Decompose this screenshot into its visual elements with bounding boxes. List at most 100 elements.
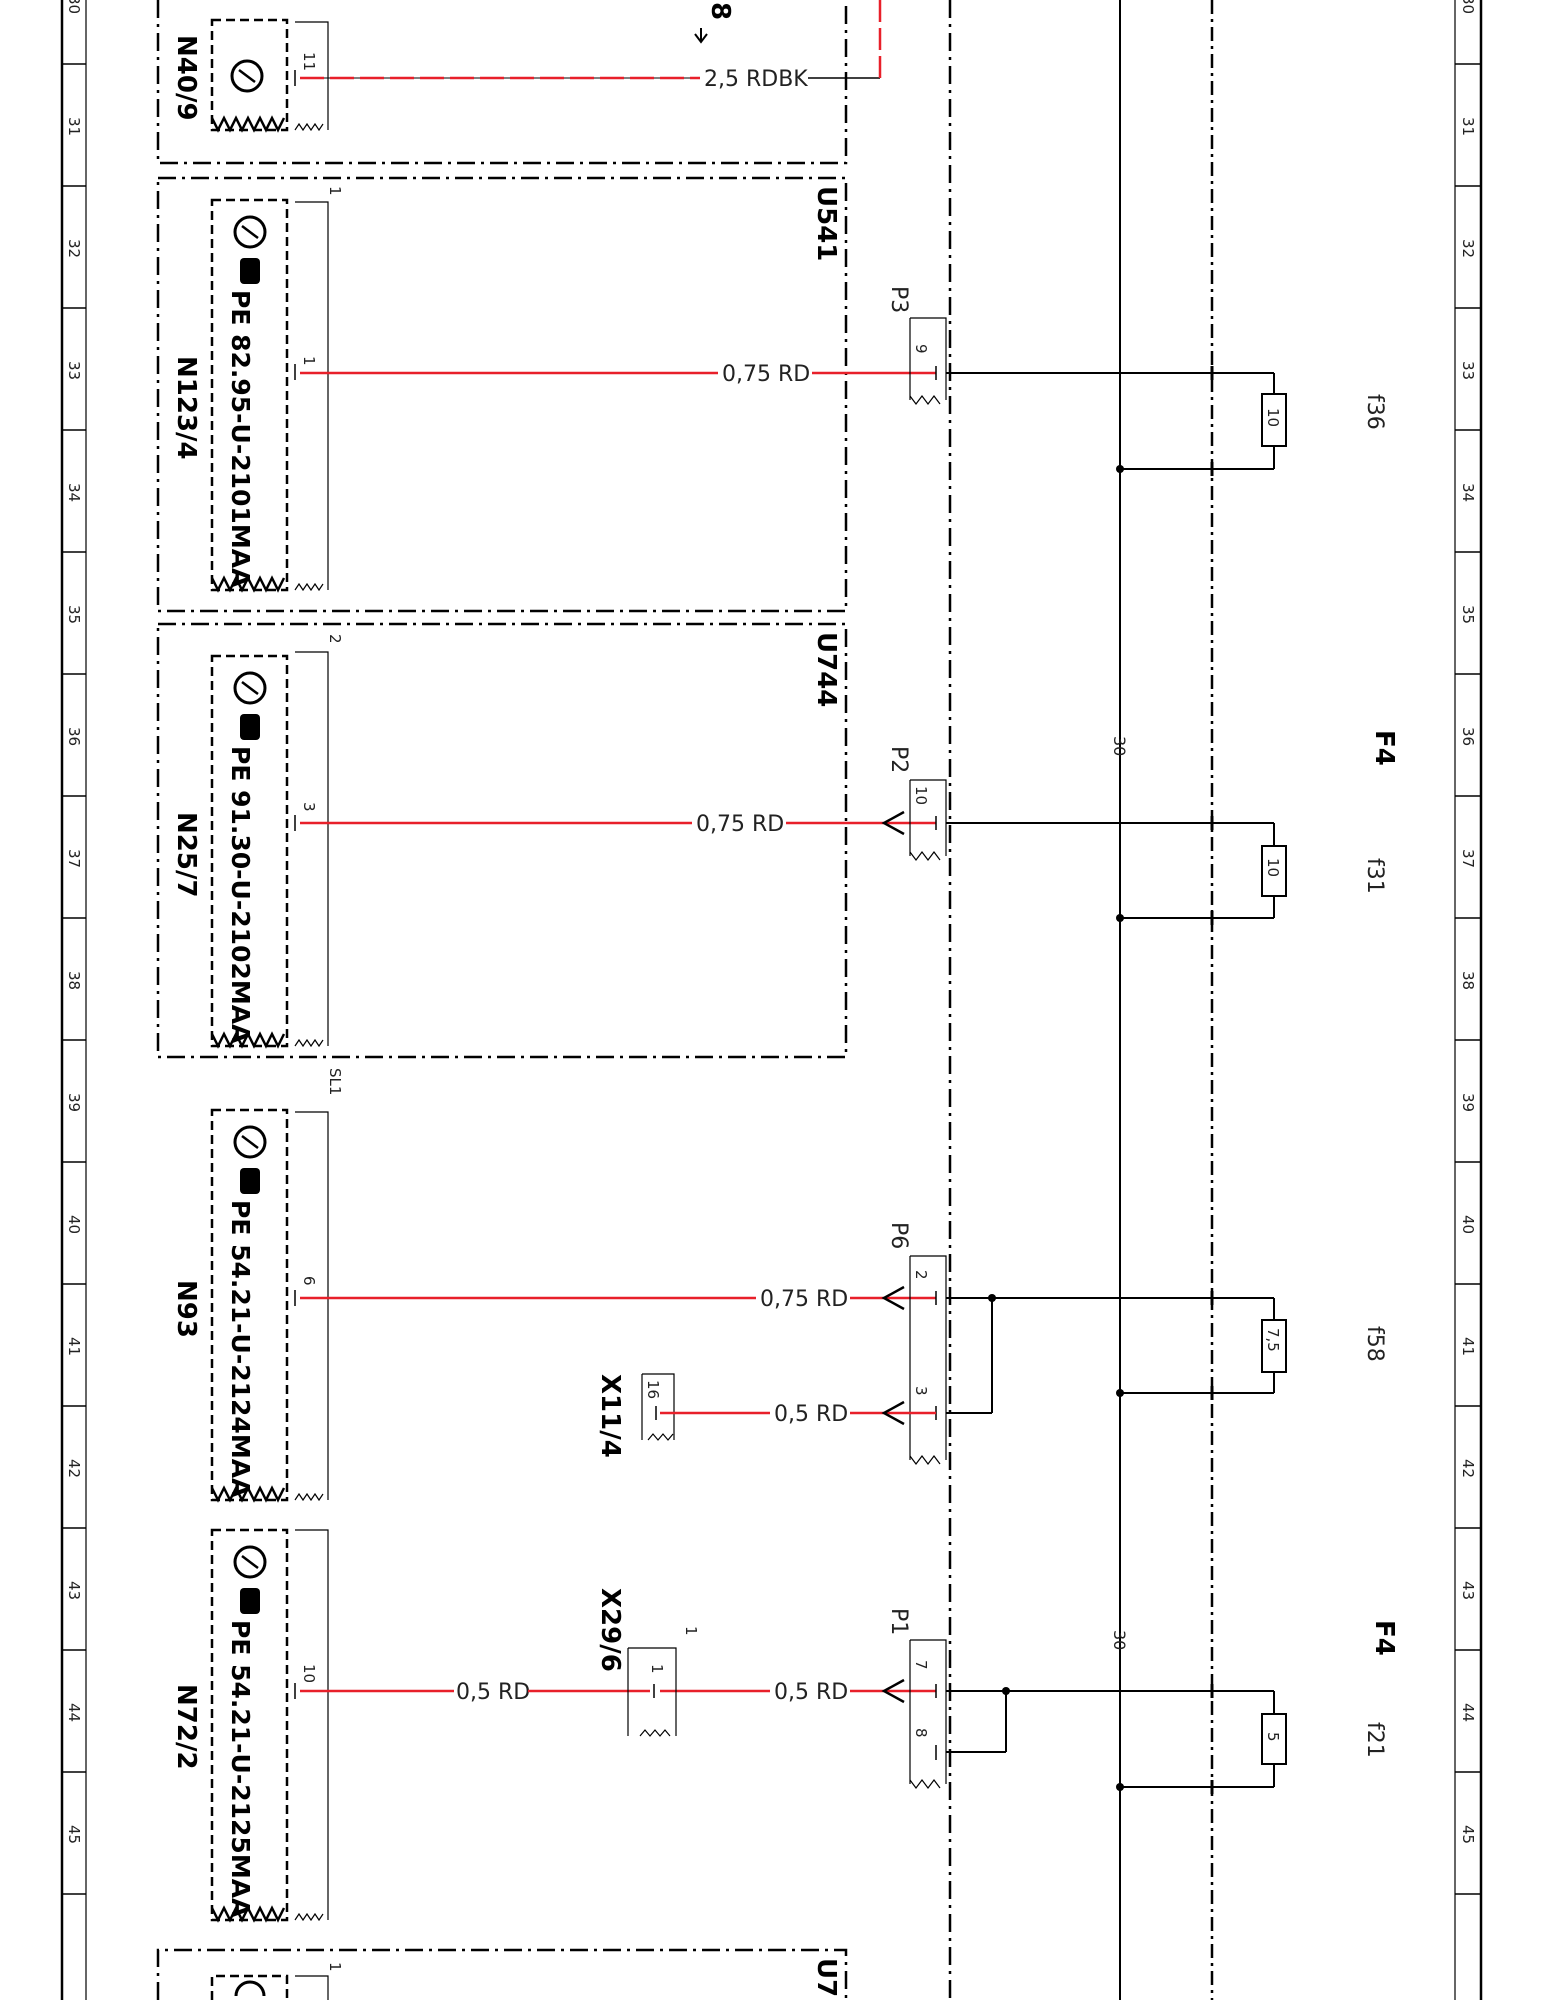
row-number: 35 — [65, 605, 83, 624]
row-number: 41 — [1459, 1337, 1477, 1356]
fuse-f31: 10 f31 — [946, 816, 1387, 925]
n93-pe: PE 54.21-U-2124MAA — [226, 1200, 255, 1498]
f36-label: f36 — [1362, 394, 1387, 430]
f31-rating: 10 — [1264, 858, 1282, 877]
n123-label: N123/4 — [171, 356, 201, 460]
row-number: 30 — [1459, 0, 1477, 14]
x11-block: 16 X11/4 0,5 RD — [595, 1373, 936, 1458]
fuse-f58: 7,5 f58 — [992, 1291, 1387, 1400]
row-number: 40 — [1459, 1215, 1477, 1234]
n25-pin: 3 — [300, 802, 318, 812]
row-number: 30 — [65, 0, 83, 14]
n40-label: N40/9 — [171, 35, 201, 121]
p1-pin-b: 8 — [912, 1728, 930, 1738]
row-number: 42 — [1459, 1459, 1477, 1478]
row-number: 32 — [1459, 239, 1477, 258]
row-number: 33 — [1459, 361, 1477, 380]
row-number: 39 — [1459, 1093, 1477, 1112]
n123-pin: 1 — [300, 356, 318, 366]
n93-label: N93 — [171, 1280, 201, 1338]
n25-pe: PE 91.30-U-2102MAA — [226, 746, 255, 1044]
transistor-icon — [233, 671, 267, 705]
hand-pointer-icon — [240, 1588, 260, 1614]
row-number: 45 — [65, 1825, 83, 1844]
bus-lines: 30 30 — [948, 0, 1214, 2000]
x29-block: 1 1 X29/6 — [595, 1588, 700, 1737]
p2-pin: 10 — [912, 786, 930, 805]
f58-label: f58 — [1362, 1326, 1387, 1362]
u71-group: U71 1 — [156, 1948, 848, 2000]
n72-block: PE 54.21-U-2125MAA N72/2 10 0,5 RD 0,5 R… — [171, 1528, 1010, 1923]
p3-pin: 9 — [912, 344, 930, 354]
p1-pin-a: 7 — [912, 1660, 930, 1670]
n72-label: N72/2 — [171, 1684, 201, 1770]
fuse-f21: 5 f21 — [1006, 1684, 1387, 1794]
n25-wire-label: 0,75 RD — [696, 812, 784, 837]
p1-label: P1 — [886, 1608, 911, 1635]
row-number: 36 — [65, 727, 83, 746]
n123-wire-label: 0,75 RD — [722, 362, 810, 387]
n72-pe: PE 54.21-U-2125MAA — [226, 1620, 255, 1918]
row-number: 44 — [65, 1703, 83, 1722]
fuse-f36: 10 f36 — [946, 366, 1387, 476]
f4-label-1: F4 — [1369, 730, 1399, 766]
n25-label: N25/7 — [171, 812, 201, 898]
n25-top-pin: 2 — [326, 634, 344, 644]
row-number: 43 — [65, 1581, 83, 1600]
n93-pin: 6 — [300, 1276, 318, 1286]
hand-pointer-icon — [240, 714, 260, 740]
n72-wire-right: 0,5 RD — [774, 1680, 848, 1705]
p2-label: P2 — [886, 746, 911, 773]
u744-label: U744 — [811, 632, 841, 707]
n40-block: 11 N40/9 2,5 RDBK 8 — [156, 0, 882, 165]
row-number: 44 — [1459, 1703, 1477, 1722]
row-number: 41 — [65, 1337, 83, 1356]
u541-label: U541 — [811, 186, 841, 261]
x11-pin: 16 — [644, 1380, 662, 1399]
f31-label: f31 — [1362, 858, 1387, 894]
transistor-icon — [233, 215, 267, 249]
row-number: 36 — [1459, 727, 1477, 746]
f21-rating: 5 — [1264, 1732, 1282, 1742]
row-number: 39 — [65, 1093, 83, 1112]
u541-group: U541 PE 82.95-U-2101MAA N123/4 1 1 0,75 … — [156, 176, 947, 613]
x11-wire-label: 0,5 RD — [774, 1402, 848, 1427]
n40-wire-label: 2,5 RDBK — [704, 67, 808, 92]
u71-label: U71 — [811, 1958, 841, 2000]
n123-top-pin: 1 — [326, 186, 344, 196]
n123-pe: PE 82.95-U-2101MAA — [226, 290, 255, 588]
transistor-icon — [233, 1545, 267, 1579]
row-number: 43 — [1459, 1581, 1477, 1600]
p3-label: P3 — [886, 286, 911, 313]
u744-group: U744 PE 91.30-U-2102MAA N25/7 2 3 0,75 R… — [156, 622, 947, 1059]
row-number: 31 — [1459, 117, 1477, 136]
u71-top-pin: 1 — [326, 1962, 344, 1972]
n72-pin: 10 — [300, 1664, 318, 1683]
f58-rating: 7,5 — [1264, 1328, 1282, 1352]
p6-pin-a: 2 — [912, 1270, 930, 1280]
row-number: 38 — [1459, 971, 1477, 990]
f4-label-2: F4 — [1369, 1620, 1399, 1656]
grid-rails — [60, 0, 1483, 2000]
x29-label: X29/6 — [595, 1588, 625, 1672]
x11-label: X11/4 — [595, 1374, 625, 1458]
n93-wire-label: 0,75 RD — [760, 1287, 848, 1312]
arrow-label: 8 — [705, 2, 735, 20]
x29-top-pin: 1 — [682, 1626, 700, 1636]
row-number: 31 — [65, 117, 83, 136]
row-number: 37 — [65, 849, 83, 868]
n93-top-pin: SL1 — [326, 1068, 344, 1095]
row-number: 34 — [1459, 483, 1477, 502]
row-number: 38 — [65, 971, 83, 990]
n72-wire-left: 0,5 RD — [456, 1680, 530, 1705]
row-number: 34 — [65, 483, 83, 502]
bus-30-label-2: 30 — [1110, 1630, 1129, 1650]
row-number: 40 — [65, 1215, 83, 1234]
row-number: 45 — [1459, 1825, 1477, 1844]
row-number: 37 — [1459, 849, 1477, 868]
row-number: 32 — [65, 239, 83, 258]
hand-pointer-icon — [240, 258, 260, 284]
f21-label: f21 — [1362, 1722, 1387, 1758]
row-number: 33 — [65, 361, 83, 380]
